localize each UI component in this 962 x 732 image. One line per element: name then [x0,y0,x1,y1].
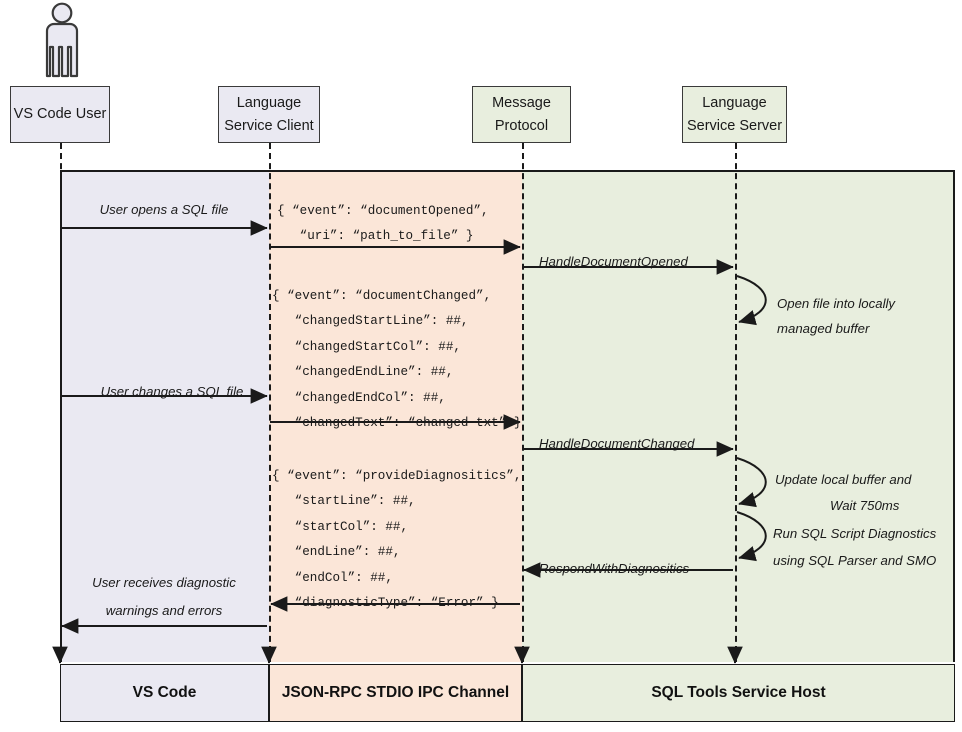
note-open-file-line2: managed buffer [777,321,870,336]
band-ipc-channel [269,170,522,662]
lifeline-header-vscode-user: VS Code User [10,86,110,143]
label-user-receives-diagnostics-line2: warnings and errors [105,603,223,618]
note-update-buffer-line1: Update local buffer and [775,472,912,487]
note-run-diagnostics-line2: using SQL Parser and SMO [773,553,937,568]
lifeline-header-language-service-server-line1: Language [702,94,767,111]
lifeline-header-language-service-client-line2: Service Client [224,117,314,134]
vs-code-user-actor-icon [45,2,79,78]
lifeline-header-language-service-server: Language Service Server [682,86,787,143]
label-respond-with-diagnositics: RespondWithDiagnositics [539,561,690,576]
payload-document-changed: { “event”: “documentChanged”, “changedSt… [272,289,522,431]
note-update-buffer-line2: Wait 750ms [830,498,900,513]
payload-document-opened: { “event”: “documentOpened”, “uri”: “pat… [277,204,489,244]
footer-vs-code-label: VS Code [132,684,197,701]
label-user-changes-sql-file: User changes a SQL file [100,384,244,399]
lifeline-header-vscode-user-line1: VS Code User [13,106,107,122]
note-run-diagnostics-line1: Run SQL Script Diagnostics [773,526,937,541]
lifeline-header-language-service-client-line1: Language [236,94,302,111]
lifeline-language-service-client [269,143,271,662]
lifeline-message-protocol [522,143,524,662]
footer-ipc-channel-label: JSON-RPC STDIO IPC Channel [281,684,510,701]
lifeline-header-message-protocol-line1: Message [492,94,551,111]
footer-ipc-channel: JSON-RPC STDIO IPC Channel [269,664,522,722]
lifeline-header-message-protocol: Message Protocol [472,86,571,143]
footer-vs-code: VS Code [60,664,269,722]
footer-service-host-label: SQL Tools Service Host [651,684,826,701]
label-user-receives-diagnostics-line1: User receives diagnostic [92,575,236,590]
band-vs-code [60,170,269,662]
lifeline-vscode-user [60,143,62,662]
label-handle-document-opened: HandleDocumentOpened [539,254,688,269]
label-handle-document-changed: HandleDocumentChanged [539,436,695,451]
note-open-file-line1: Open file into locally [777,296,896,311]
lifeline-header-message-protocol-line2: Protocol [494,117,549,134]
lifeline-header-language-service-client: Language Service Client [218,86,320,143]
label-user-opens-sql-file: User opens a SQL file [99,202,229,217]
band-service-host [522,170,955,662]
footer-service-host: SQL Tools Service Host [522,664,955,722]
payload-provide-diagnositics: { “event”: “provideDiagnositics”, “start… [272,469,522,611]
lifeline-language-service-server [735,143,737,662]
lifeline-header-language-service-server-line2: Service Server [686,117,783,134]
